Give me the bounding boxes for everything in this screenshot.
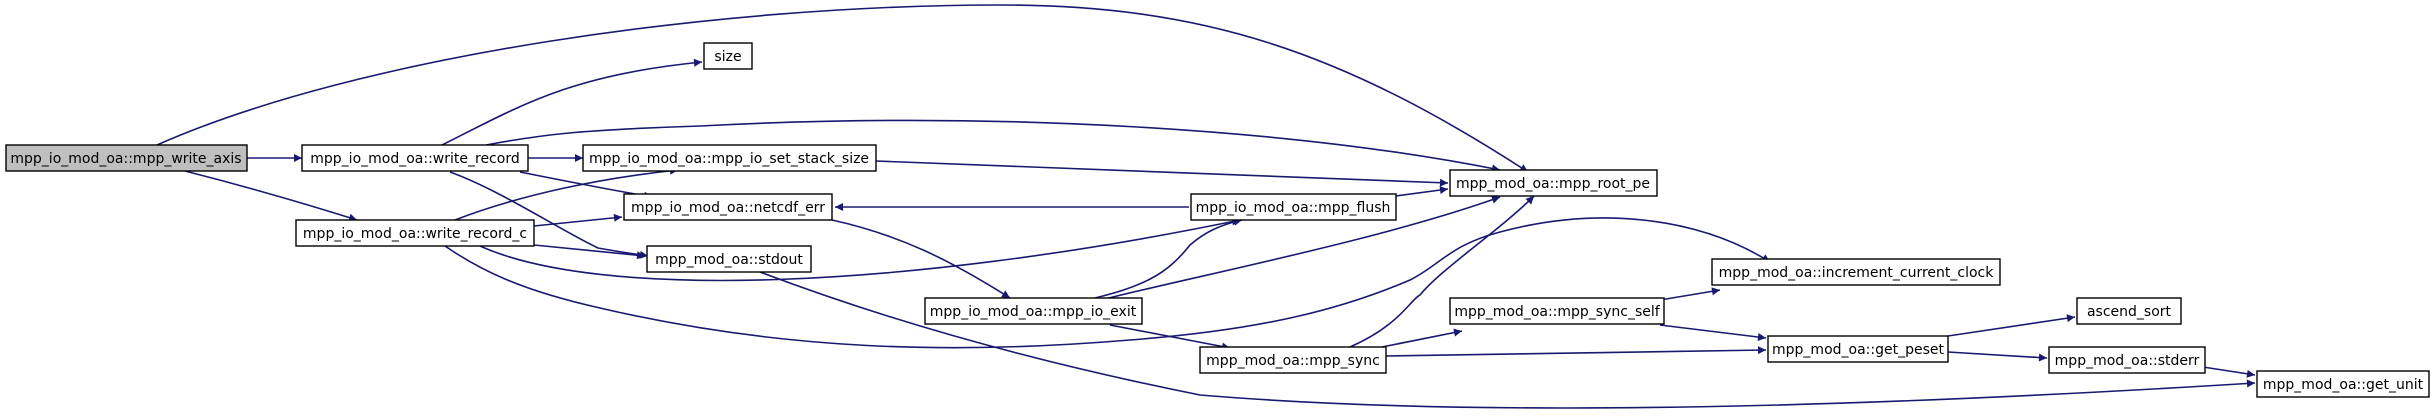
edge-write_record_c-set_stack_size bbox=[454, 166, 679, 221]
node-label: mpp_mod_oa::increment_current_clock bbox=[1719, 265, 1995, 281]
edge-write_record_c-stdout bbox=[533, 244, 646, 260]
node-label: mpp_mod_oa::mpp_root_pe bbox=[1456, 176, 1650, 192]
node-get-unit[interactable]: mpp_mod_oa::get_unit bbox=[2256, 370, 2430, 398]
node-ascend-sort[interactable]: ascend_sort bbox=[2076, 297, 2182, 325]
node-label: mpp_io_mod_oa::mpp_write_axis bbox=[10, 151, 241, 167]
edge-write_record_c-increment_current_clock bbox=[444, 217, 1771, 349]
node-write-record-c[interactable]: mpp_io_mod_oa::write_record_c bbox=[295, 219, 535, 247]
edge-mpp_sync_self-get_peset bbox=[1659, 324, 1767, 341]
node-label: mpp_mod_oa::get_peset bbox=[1772, 342, 1944, 358]
edge-mpp_flush-mpp_root_pe bbox=[1395, 186, 1449, 197]
node-label: mpp_mod_oa::mpp_sync bbox=[1206, 353, 1380, 369]
node-label: mpp_io_mod_oa::mpp_io_set_stack_size bbox=[589, 151, 869, 167]
node-mpp-flush[interactable]: mpp_io_mod_oa::mpp_flush bbox=[1190, 193, 1397, 221]
node-label: ascend_sort bbox=[2087, 304, 2172, 320]
node-label: mpp_mod_oa::mpp_sync_self bbox=[1454, 304, 1660, 320]
edge-mpp_sync-mpp_root_pe bbox=[1349, 195, 1535, 348]
node-label: mpp_io_mod_oa::write_record_c bbox=[303, 226, 527, 242]
node-label: mpp_mod_oa::stdout bbox=[655, 252, 803, 268]
edges bbox=[156, 4, 2256, 409]
node-stdout[interactable]: mpp_mod_oa::stdout bbox=[646, 245, 812, 273]
edge-get_peset-ascend_sort bbox=[1947, 314, 2076, 337]
node-label: mpp_io_mod_oa::mpp_flush bbox=[1196, 200, 1391, 216]
node-mpp-io-set-stack-size[interactable]: mpp_io_mod_oa::mpp_io_set_stack_size bbox=[582, 144, 877, 172]
node-netcdf-err[interactable]: mpp_io_mod_oa::netcdf_err bbox=[623, 193, 833, 221]
edge-mpp_sync-mpp_sync_self bbox=[1381, 328, 1463, 348]
node-mpp-root-pe[interactable]: mpp_mod_oa::mpp_root_pe bbox=[1449, 169, 1658, 197]
edge-mpp_sync_self-increment_current_clock bbox=[1659, 287, 1721, 301]
edge-netcdf_err-mpp_io_exit bbox=[831, 219, 1011, 299]
edge-get_peset-stderr bbox=[1947, 351, 2048, 362]
edge-stderr-get_unit bbox=[2202, 366, 2256, 378]
edge-stdout-get_unit bbox=[759, 271, 2256, 409]
node-stderr[interactable]: mpp_mod_oa::stderr bbox=[2048, 346, 2206, 374]
node-mpp-sync[interactable]: mpp_mod_oa::mpp_sync bbox=[1199, 346, 1387, 374]
edge-mpp_io_exit-mpp_flush bbox=[1094, 217, 1243, 299]
node-write-record[interactable]: mpp_io_mod_oa::write_record bbox=[301, 144, 529, 172]
edge-set_stack_size-mpp_root_pe bbox=[875, 160, 1449, 187]
edge-mpp_write_axis-mpp_root_pe bbox=[156, 4, 1529, 173]
edge-write_record_c-netcdf_err bbox=[533, 213, 623, 227]
node-increment-current-clock[interactable]: mpp_mod_oa::increment_current_clock bbox=[1711, 258, 2001, 286]
nodes: mpp_io_mod_oa::mpp_write_axis mpp_io_mod… bbox=[5, 42, 2430, 398]
node-label: size bbox=[714, 49, 741, 65]
node-size[interactable]: size bbox=[703, 42, 753, 70]
node-label: mpp_mod_oa::stderr bbox=[2055, 353, 2200, 369]
edge-mpp_io_exit-mpp_sync bbox=[1109, 324, 1231, 351]
edge-write_record-size bbox=[441, 58, 703, 146]
edge-mpp_write_axis-write_record_c bbox=[184, 170, 358, 222]
node-label: mpp_io_mod_oa::write_record bbox=[310, 151, 519, 167]
node-mpp-write-axis[interactable]: mpp_io_mod_oa::mpp_write_axis bbox=[5, 144, 248, 172]
node-label: mpp_mod_oa::get_unit bbox=[2263, 377, 2424, 393]
node-label: mpp_io_mod_oa::mpp_io_exit bbox=[930, 304, 1137, 320]
node-mpp-sync-self[interactable]: mpp_mod_oa::mpp_sync_self bbox=[1449, 297, 1665, 325]
node-get-peset[interactable]: mpp_mod_oa::get_peset bbox=[1767, 335, 1949, 363]
edge-write_record-mpp_root_pe bbox=[485, 119, 1501, 173]
edge-mpp_io_exit-mpp_root_pe bbox=[1104, 195, 1501, 300]
edge-write_record_c-mpp_flush bbox=[479, 217, 1241, 282]
edge-write_record-stdout bbox=[449, 171, 649, 259]
node-mpp-io-exit[interactable]: mpp_io_mod_oa::mpp_io_exit bbox=[924, 297, 1143, 325]
node-label: mpp_io_mod_oa::netcdf_err bbox=[631, 200, 825, 216]
edge-mpp_sync-get_peset bbox=[1385, 346, 1767, 357]
